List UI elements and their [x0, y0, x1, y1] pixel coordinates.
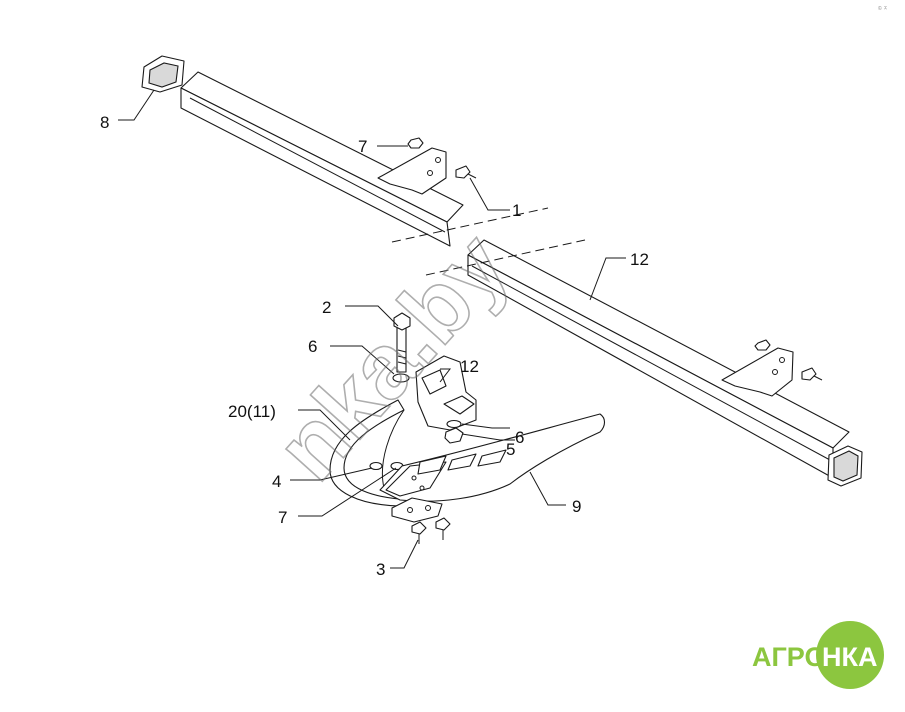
callout-6-top: 6: [308, 337, 317, 356]
callout-4: 4: [272, 472, 281, 491]
bracket-right: [721, 339, 823, 397]
callout-12-beam: 12: [630, 250, 649, 269]
shovel-blade: [379, 413, 606, 544]
callout-6-bottom: 6: [515, 428, 524, 447]
logo-text-nka: НКА: [822, 642, 877, 672]
corner-mark: © ㅈ: [878, 5, 888, 12]
agro-nka-logo: АГРО НКА: [752, 621, 884, 689]
callout-labels: 8 7 1 12 2 6 12 20(11) 6 5 4 9 7 3: [100, 113, 649, 579]
callout-8: 8: [100, 113, 109, 132]
callout-12-clamp: 12: [460, 357, 479, 376]
callout-20-11: 20(11): [228, 402, 276, 421]
logo-text-agro: АГРО: [752, 642, 825, 672]
bracket-top: [377, 137, 477, 195]
callout-1: 1: [512, 201, 521, 220]
beam: [141, 55, 863, 487]
callout-2: 2: [322, 298, 331, 317]
callout-7-bottom: 7: [278, 508, 287, 527]
end-cap-right: [827, 445, 863, 487]
leader-lines: [118, 89, 626, 569]
bolts-3: [411, 517, 451, 544]
callout-3: 3: [376, 560, 385, 579]
end-cap-left: [141, 55, 185, 93]
callout-5: 5: [506, 440, 515, 459]
callout-7-top: 7: [358, 137, 367, 156]
clamp-assembly: [369, 312, 477, 471]
callout-9: 9: [572, 497, 581, 516]
